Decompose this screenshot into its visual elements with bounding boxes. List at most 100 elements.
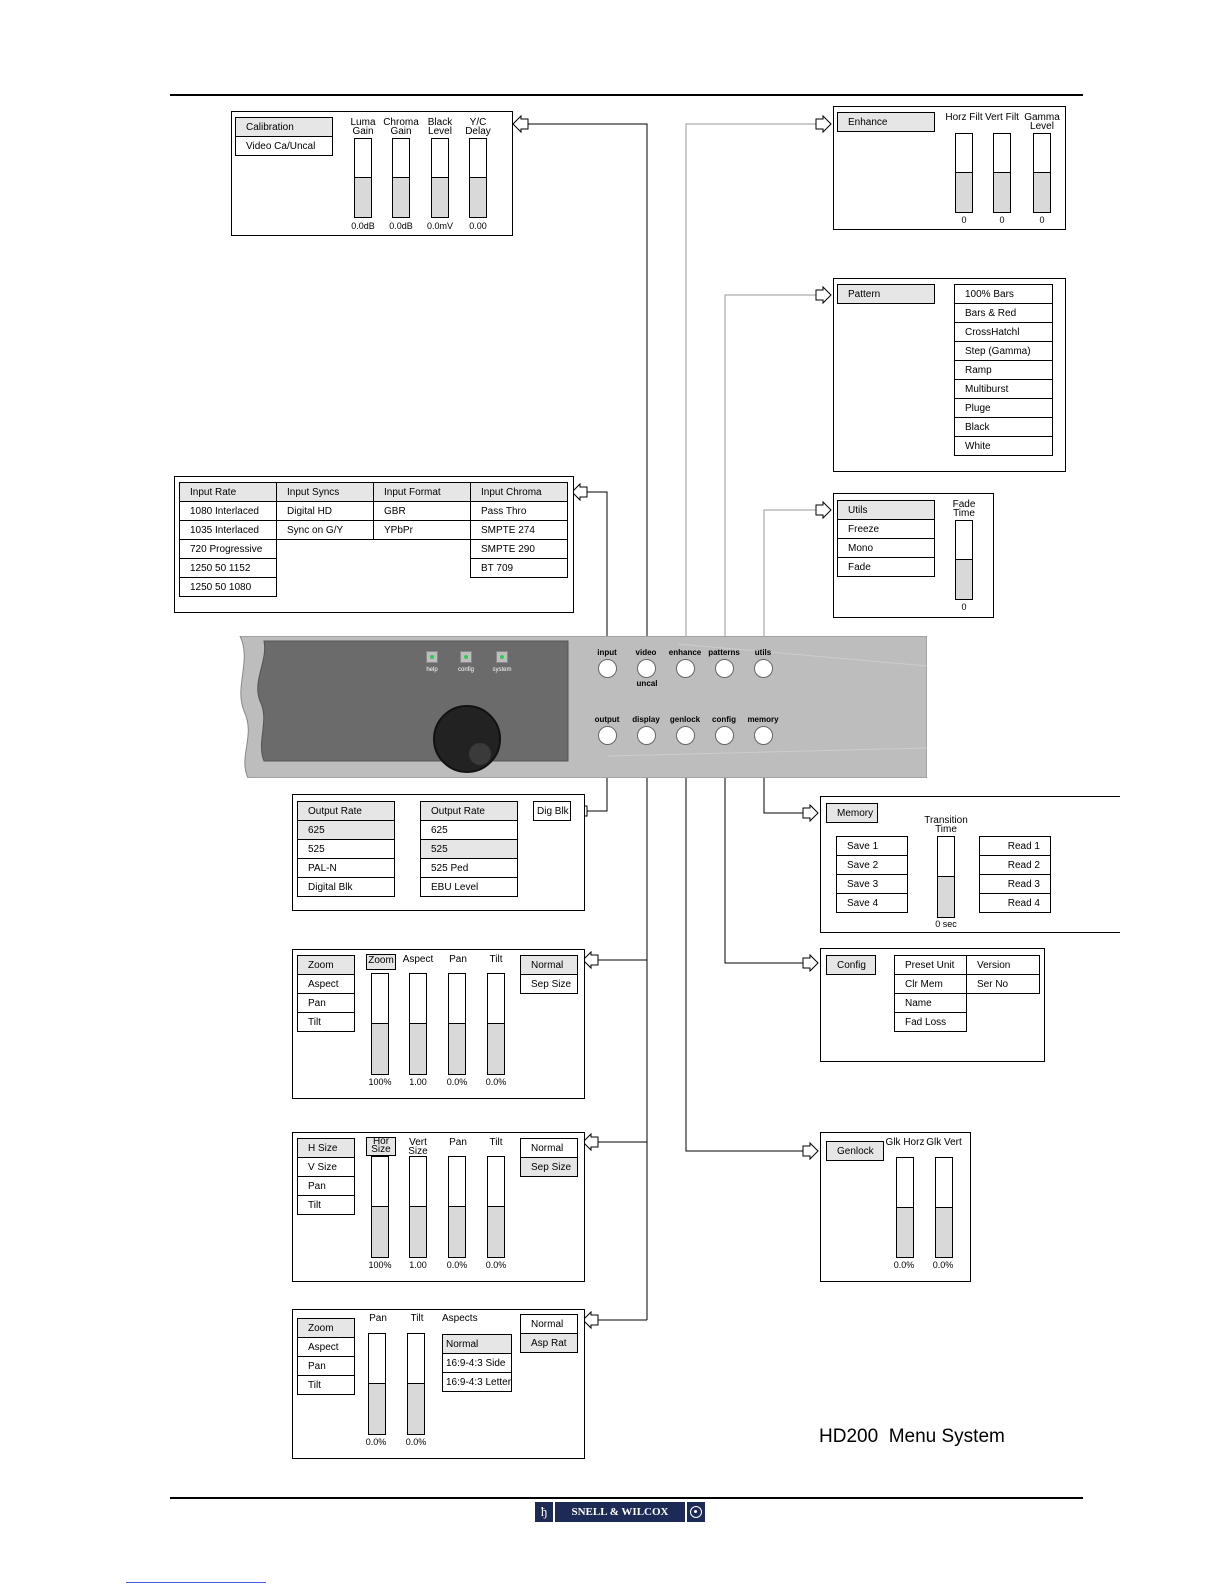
glk-horz-slider[interactable] [896, 1157, 914, 1258]
asp-rat-button[interactable]: Asp Rat [520, 1333, 578, 1353]
aspect-slider[interactable] [409, 973, 427, 1075]
enhance-item[interactable]: Enhance [837, 112, 935, 132]
pattern-option[interactable]: White [954, 436, 1053, 456]
vert-size-slider[interactable] [409, 1156, 427, 1258]
utils-button[interactable] [754, 659, 773, 678]
pan-item[interactable]: Pan [297, 1176, 355, 1196]
output-rate-option[interactable]: EBU Level [420, 877, 518, 897]
tilt-slider[interactable] [487, 1156, 505, 1258]
genlock-item[interactable]: Genlock [826, 1141, 884, 1161]
gamma-level-slider[interactable] [1033, 133, 1051, 213]
config-item[interactable]: Config [826, 955, 876, 975]
mono-item[interactable]: Mono [837, 538, 935, 558]
output-rate-option[interactable]: 525 [297, 839, 395, 859]
pan-item[interactable]: Pan [297, 1356, 355, 1376]
dig-blk-button[interactable]: Dig Blk [533, 801, 571, 821]
input-format-header[interactable]: Input Format [373, 482, 471, 502]
utils-item[interactable]: Utils [837, 500, 935, 520]
enhance-button[interactable] [676, 659, 695, 678]
save-button[interactable]: Save 3 [836, 874, 908, 894]
pan-item[interactable]: Pan [297, 993, 355, 1013]
read-button[interactable]: Read 1 [979, 836, 1051, 856]
input-chroma-option[interactable]: SMPTE 274 [470, 520, 568, 540]
fad-loss-item[interactable]: Fad Loss [894, 1012, 967, 1032]
calibration-item[interactable]: Calibration [235, 117, 333, 137]
input-format-option[interactable]: GBR [373, 501, 471, 521]
tilt-item[interactable]: Tilt [297, 1375, 355, 1395]
save-button[interactable]: Save 1 [836, 836, 908, 856]
input-format-option[interactable]: YPbPr [373, 520, 471, 540]
freeze-item[interactable]: Freeze [837, 519, 935, 539]
video-cal-item[interactable]: Video Ca/Uncal [235, 136, 333, 156]
input-rate-option[interactable]: 1080 Interlaced [179, 501, 277, 521]
output-rate-header[interactable]: Output Rate [297, 801, 395, 821]
normal-button[interactable]: Normal [520, 1138, 578, 1158]
output-rate-option[interactable]: 525 Ped [420, 858, 518, 878]
aspect-option[interactable]: 16:9-4:3 Letter [442, 1372, 512, 1392]
input-rate-option[interactable]: 720 Progressive [179, 539, 277, 559]
zoom-item[interactable]: Zoom [297, 955, 355, 975]
pattern-option[interactable]: CrossHatchl [954, 322, 1053, 342]
input-chroma-option[interactable]: BT 709 [470, 558, 568, 578]
input-chroma-option[interactable]: Pass Thro [470, 501, 568, 521]
fade-time-slider[interactable] [955, 520, 973, 600]
aspect-item[interactable]: Aspect [297, 1337, 355, 1357]
fade-item[interactable]: Fade [837, 557, 935, 577]
config-button[interactable] [715, 726, 734, 745]
hor-size-slider[interactable] [371, 1156, 389, 1258]
tilt-item[interactable]: Tilt [297, 1012, 355, 1032]
normal-button[interactable]: Normal [520, 955, 578, 975]
input-chroma-option[interactable]: SMPTE 290 [470, 539, 568, 559]
read-button[interactable]: Read 2 [979, 855, 1051, 875]
black-level-slider[interactable] [431, 138, 449, 218]
transition-time-slider[interactable] [937, 836, 955, 918]
glk-vert-slider[interactable] [935, 1157, 953, 1258]
version-item[interactable]: Version [966, 955, 1040, 975]
input-syncs-option[interactable]: Sync on G/Y [276, 520, 374, 540]
vert-filt-slider[interactable] [993, 133, 1011, 213]
display-button[interactable] [637, 726, 656, 745]
input-syncs-header[interactable]: Input Syncs [276, 482, 374, 502]
genlock-button[interactable] [676, 726, 695, 745]
pattern-option[interactable]: Step (Gamma) [954, 341, 1053, 361]
save-button[interactable]: Save 4 [836, 893, 908, 913]
input-rate-option[interactable]: 1250 50 1152 [179, 558, 277, 578]
tilt-slider[interactable] [407, 1333, 425, 1435]
sep-size-button[interactable]: Sep Size [520, 974, 578, 994]
yc-delay-slider[interactable] [469, 138, 487, 218]
pan-slider[interactable] [368, 1333, 386, 1435]
video-button[interactable] [637, 659, 656, 678]
rotary-knob[interactable] [433, 705, 501, 773]
output-rate-header-2[interactable]: Output Rate [420, 801, 518, 821]
aspect-option[interactable]: Normal [442, 1334, 512, 1354]
aspect-option[interactable]: 16:9-4:3 Side [442, 1353, 512, 1373]
output-rate-option[interactable]: 625 [420, 820, 518, 840]
pattern-option[interactable]: Ramp [954, 360, 1053, 380]
tilt-item[interactable]: Tilt [297, 1195, 355, 1215]
name-item[interactable]: Name [894, 993, 967, 1013]
pan-slider[interactable] [448, 973, 466, 1075]
read-button[interactable]: Read 4 [979, 893, 1051, 913]
input-button[interactable] [598, 659, 617, 678]
input-rate-header[interactable]: Input Rate [179, 482, 277, 502]
tilt-slider[interactable] [487, 973, 505, 1075]
output-rate-option[interactable]: 525 [420, 839, 518, 859]
output-rate-option[interactable]: PAL-N [297, 858, 395, 878]
zoom-slider[interactable] [371, 973, 389, 1075]
zoom-item[interactable]: Zoom [297, 1318, 355, 1338]
luma-gain-slider[interactable] [354, 138, 372, 218]
pattern-option[interactable]: Black [954, 417, 1053, 437]
pan-slider[interactable] [448, 1156, 466, 1258]
patterns-button[interactable] [715, 659, 734, 678]
read-button[interactable]: Read 3 [979, 874, 1051, 894]
h-size-item[interactable]: H Size [297, 1138, 355, 1158]
input-chroma-header[interactable]: Input Chroma [470, 482, 568, 502]
output-button[interactable] [598, 726, 617, 745]
v-size-item[interactable]: V Size [297, 1157, 355, 1177]
memory-item[interactable]: Memory [826, 803, 878, 823]
pattern-option[interactable]: Bars & Red [954, 303, 1053, 323]
preset-unit-item[interactable]: Preset Unit [894, 955, 967, 975]
save-button[interactable]: Save 2 [836, 855, 908, 875]
clr-mem-item[interactable]: Clr Mem [894, 974, 967, 994]
output-rate-option[interactable]: Digital Blk [297, 877, 395, 897]
